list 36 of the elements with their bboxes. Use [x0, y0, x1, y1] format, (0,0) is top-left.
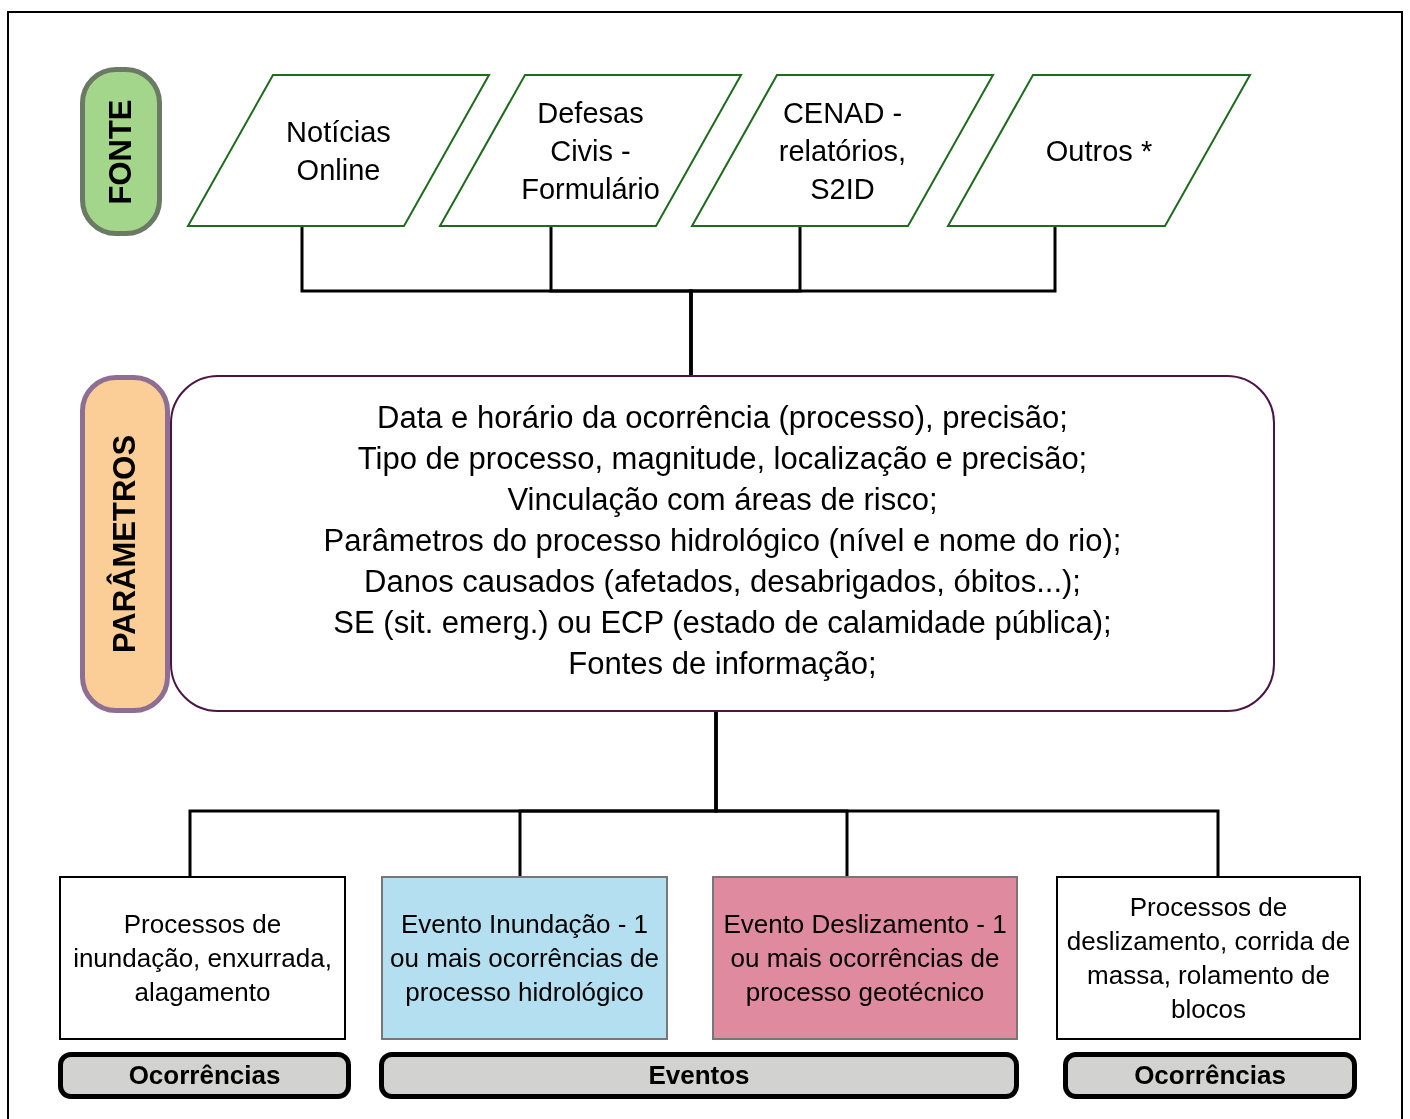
- parameter-line: SE (sit. emerg.) ou ECP (estado de calamidade pública);: [333, 604, 1112, 642]
- category-tag: [379, 1052, 1019, 1099]
- parameter-line: Danos causados (afetados, desabrigados, óbitos...);: [364, 563, 1081, 601]
- parameter-line: Tipo de processo, magnitude, localização e precisão;: [357, 440, 1088, 478]
- parameter-line: Fontes de informação;: [568, 645, 877, 683]
- category-label: [80, 67, 162, 236]
- node-text: Notícias Online: [285, 114, 392, 188]
- category-title: FONTE: [103, 98, 139, 205]
- parameters-box: [170, 375, 1275, 712]
- node-text: Processos de deslizamento, corrida de massa, rolamento de blocos: [1065, 891, 1352, 1026]
- connector-line: [689, 226, 1057, 375]
- result-box: [1056, 876, 1361, 1040]
- result-box: [381, 876, 668, 1040]
- parameter-line: Parâmetros do processo hidrológico (nível e nome do rio);: [323, 522, 1122, 560]
- node-text: Outros *: [1045, 133, 1153, 169]
- connector-line: [714, 712, 1220, 876]
- node-text: Evento Inundação - 1 ou mais ocorrências de processo hidrológico: [389, 908, 660, 1009]
- parameter-line: Vinculação com áreas de risco;: [507, 481, 938, 519]
- source-parallelogram: [188, 75, 489, 226]
- node-text: CENAD - relatórios, S2ID: [777, 95, 908, 207]
- category-tag: [1063, 1052, 1357, 1099]
- node-text: Processos de inundação, enxurrada, alagamento: [72, 908, 333, 1009]
- category-label: [80, 375, 170, 713]
- source-parallelogram: [948, 75, 1250, 226]
- category-tag: [58, 1052, 351, 1099]
- category-title: PARÂMETROS: [107, 434, 143, 654]
- node-text: Defesas Civis - Formulário: [520, 95, 661, 207]
- result-box: [59, 876, 346, 1040]
- source-parallelogram: [440, 75, 741, 226]
- category-title: Ocorrências: [128, 1060, 281, 1091]
- parameter-line: Data e horário da ocorrência (processo), precisão;: [377, 399, 1068, 437]
- source-parallelogram: [692, 75, 993, 226]
- category-title: Eventos: [648, 1060, 750, 1091]
- category-title: Ocorrências: [1134, 1060, 1286, 1091]
- result-box: [712, 876, 1018, 1040]
- node-text: Evento Deslizamento - 1 ou mais ocorrências de processo geotécnico: [722, 908, 1008, 1009]
